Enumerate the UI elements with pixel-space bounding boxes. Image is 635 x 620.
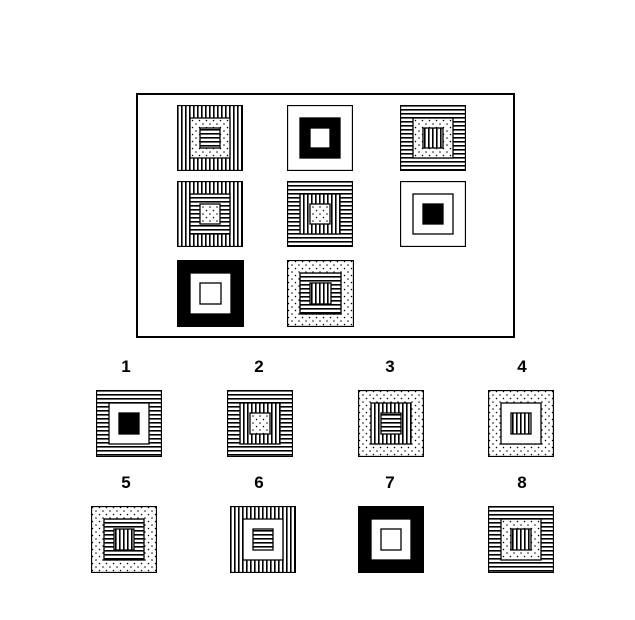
option-label-6: 6: [254, 473, 264, 492]
option-2[interactable]: [227, 390, 293, 457]
square-inner: [199, 127, 221, 149]
option-label-1: 1: [121, 357, 131, 376]
matrix-cell-6: [400, 181, 466, 247]
tile-graphic: [177, 105, 243, 171]
tile-graphic: [227, 390, 293, 457]
square-inner: [252, 528, 274, 551]
matrix-cell-4: [177, 181, 243, 247]
option-3[interactable]: [358, 390, 424, 457]
square-inner: [380, 528, 402, 551]
tile-graphic: [230, 506, 296, 573]
option-label-2: 2: [254, 357, 264, 376]
matrix-cell-2: [287, 105, 353, 171]
square-inner: [309, 127, 331, 149]
square-inner: [422, 203, 444, 225]
matrix-cell-8: [287, 260, 354, 327]
square-inner: [510, 412, 532, 435]
tile-graphic: [400, 181, 466, 247]
matrix-cell-5: [287, 181, 353, 247]
option-label-4: 4: [517, 357, 527, 376]
square-inner: [309, 203, 331, 225]
square-inner: [309, 282, 332, 305]
tile-graphic: [287, 105, 353, 171]
option-7[interactable]: [358, 506, 424, 573]
option-5[interactable]: [91, 506, 157, 573]
square-middle: [370, 402, 412, 445]
option-label-8: 8: [517, 473, 527, 492]
option-label-3: 3: [385, 357, 395, 376]
tile-graphic: [488, 390, 554, 457]
matrix-cell-1: [177, 105, 243, 171]
tile-graphic: [177, 260, 244, 327]
matrix-cell-7: [177, 260, 244, 327]
option-label-7: 7: [385, 473, 395, 492]
tile-graphic: [358, 506, 424, 573]
option-1[interactable]: [96, 390, 162, 457]
square-inner: [422, 127, 444, 149]
matrix-frame: [136, 93, 515, 338]
square-inner: [118, 412, 140, 435]
square-outer: [177, 105, 243, 171]
square-inner: [199, 282, 222, 305]
option-6[interactable]: [230, 506, 296, 573]
matrix-cell-3: [400, 105, 466, 171]
option-8[interactable]: [488, 506, 554, 573]
square-inner: [510, 528, 532, 551]
tile-graphic: [287, 181, 353, 247]
square-inner: [380, 412, 402, 435]
option-label-5: 5: [121, 473, 131, 492]
square-inner: [113, 528, 135, 551]
square-middle: [103, 518, 145, 561]
square-inner: [249, 412, 271, 435]
tile-graphic: [358, 390, 424, 457]
option-4[interactable]: [488, 390, 554, 457]
tile-graphic: [91, 506, 157, 573]
tile-graphic: [177, 181, 243, 247]
tile-graphic: [96, 390, 162, 457]
tile-graphic: [287, 260, 354, 327]
tile-graphic: [400, 105, 466, 171]
tile-graphic: [488, 506, 554, 573]
square-inner: [199, 203, 221, 225]
